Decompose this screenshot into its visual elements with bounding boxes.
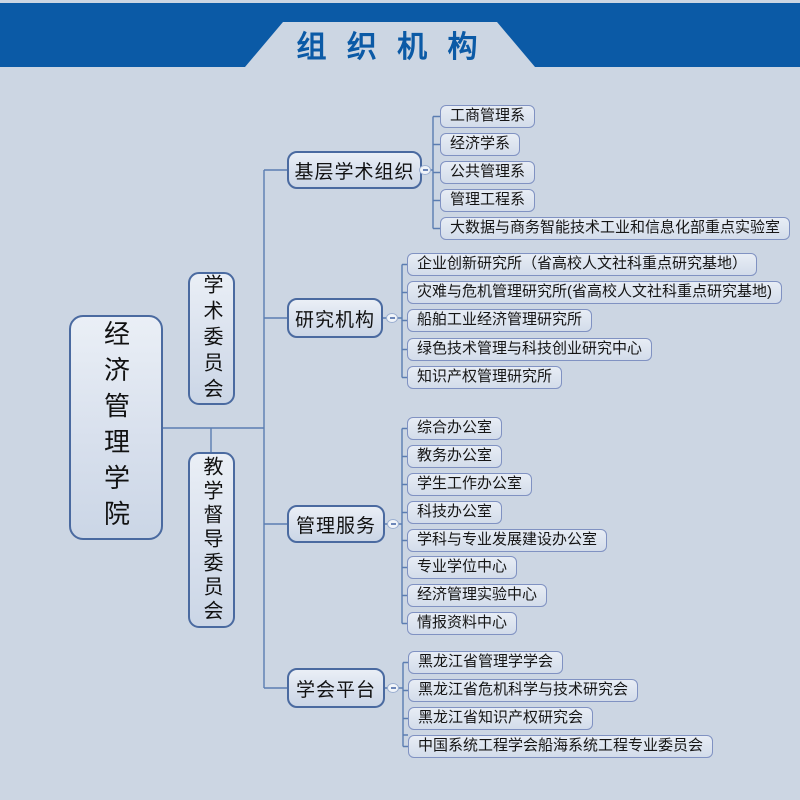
- page-title: 组 织 机 构: [296, 31, 484, 64]
- node-root: 经济管理学院: [69, 315, 163, 540]
- child-node-1-4: 知识产权管理研究所: [407, 366, 563, 389]
- branch-node-society-platform-label: 学会平台: [295, 679, 376, 701]
- child-node-2-7: 情报资料中心: [407, 612, 518, 635]
- child-node-1-1: 灾难与危机管理研究所(省高校人文社科重点研究基地): [407, 281, 782, 304]
- child-node-3-3: 中国系统工程学会船海系统工程专业委员会: [408, 735, 714, 758]
- node-academic-committee-label: 学术委员会: [200, 273, 222, 404]
- child-node-0-3: 管理工程系: [440, 189, 536, 212]
- branch-node-research-label: 研究机构: [294, 309, 375, 331]
- branch-node-admin-services: 管理服务: [287, 505, 385, 543]
- child-node-2-1: 教务办公室: [407, 445, 503, 468]
- collapse-toggle-icon[interactable]: [386, 313, 398, 323]
- child-node-3-0: 黑龙江省管理学学会: [408, 651, 564, 674]
- child-node-0-2: 公共管理系: [440, 161, 536, 184]
- trunk-connector: [163, 169, 287, 689]
- child-node-2-0: 综合办公室: [407, 417, 503, 440]
- child-node-1-3: 绿色技术管理与科技创业研究中心: [407, 338, 653, 361]
- child-node-1-2: 船舶工业经济管理研究所: [407, 309, 593, 332]
- collapse-toggle-icon[interactable]: [387, 683, 399, 693]
- child-node-2-3: 科技办公室: [407, 501, 503, 524]
- child-node-0-0: 工商管理系: [440, 105, 536, 128]
- minus-icon: [390, 687, 396, 689]
- branch-node-research: 研究机构: [287, 298, 383, 338]
- collapse-toggle-icon[interactable]: [387, 519, 399, 529]
- child-node-1-0: 企业创新研究所（省高校人文社科重点研究基地）: [407, 253, 758, 276]
- minus-icon: [390, 523, 396, 525]
- minus-icon: [389, 317, 395, 319]
- child-node-3-2: 黑龙江省知识产权研究会: [408, 707, 594, 730]
- node-teaching-supervision-committee-label: 教学督导委员会: [200, 456, 222, 624]
- child-node-0-1: 经济学系: [440, 133, 521, 156]
- child-node-0-4: 大数据与商务智能技术工业和信息化部重点实验室: [440, 217, 791, 240]
- child-node-2-2: 学生工作办公室: [407, 473, 533, 496]
- node-academic-committee: 学术委员会: [188, 272, 235, 405]
- collapse-toggle-icon[interactable]: [419, 165, 431, 175]
- child-node-2-5: 专业学位中心: [407, 556, 518, 579]
- branch-node-society-platform: 学会平台: [287, 668, 385, 708]
- branch3-children-connector: [385, 661, 408, 748]
- node-teaching-supervision-committee: 教学督导委员会: [188, 452, 235, 628]
- branch-node-academic-orgs: 基层学术组织: [287, 151, 422, 189]
- minus-icon: [422, 169, 428, 171]
- header-trapezoid: [245, 22, 535, 67]
- child-node-2-4: 学科与专业发展建设办公室: [407, 529, 608, 552]
- node-root-label: 经济管理学院: [100, 319, 131, 536]
- child-node-2-6: 经济管理实验中心: [407, 584, 548, 607]
- branch-node-academic-orgs-label: 基层学术组织: [294, 161, 415, 183]
- branch-node-admin-services-label: 管理服务: [295, 515, 376, 537]
- child-node-3-1: 黑龙江省危机科学与技术研究会: [408, 679, 639, 702]
